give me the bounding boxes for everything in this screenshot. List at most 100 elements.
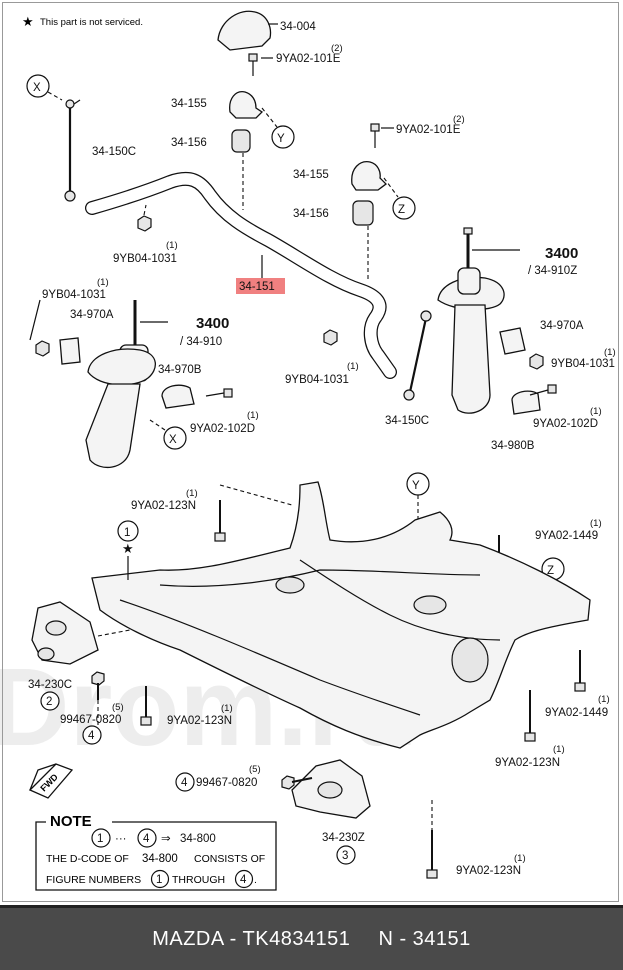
- note-line3-c: .: [254, 874, 257, 886]
- label-9ya02-123n-b: 9YA02-123N: [167, 715, 232, 727]
- note-n1: 1: [97, 833, 103, 845]
- strut-nut: [463, 227, 473, 235]
- subframe-crossmember: [299, 559, 501, 641]
- qty: (1): [598, 694, 610, 705]
- qty: (1): [221, 703, 233, 714]
- bolt-icon: [248, 53, 258, 62]
- qty: (1): [97, 277, 109, 288]
- figure-circle-1: [117, 520, 139, 542]
- figure-4b-text: 4: [181, 777, 188, 789]
- bracket-970a-left[interactable]: [59, 337, 81, 365]
- dashed-guide: [143, 204, 147, 216]
- spring-seat-left[interactable]: [87, 348, 156, 386]
- qty: (1): [590, 518, 602, 529]
- stabilizer-cover-part[interactable]: [217, 10, 272, 51]
- bracket-hole: [45, 620, 67, 636]
- note-title: NOTE: [50, 813, 92, 830]
- stabilizer-link-right[interactable]: [408, 317, 428, 393]
- label-99467-0820-a: 99467-0820: [60, 714, 121, 726]
- note-circle-1: [91, 828, 111, 848]
- note-line3-n1: 1: [156, 874, 162, 886]
- highlight-34-151: [236, 278, 285, 294]
- subframe-hole: [413, 595, 447, 615]
- bracket-part-right[interactable]: [351, 161, 387, 191]
- bracket-980b[interactable]: [511, 390, 541, 415]
- qty: (1): [166, 240, 178, 251]
- label-34-230c: 34-230C: [28, 679, 72, 691]
- note-line3-n4: 4: [240, 874, 247, 886]
- figure-circle-2: [40, 691, 60, 711]
- figure-3-text: 3: [342, 850, 348, 862]
- label-9ya02-101e-b: 9YA02-101E: [396, 124, 461, 136]
- link-ball: [420, 310, 432, 322]
- label-99467-0820-b: 99467-0820: [196, 777, 257, 789]
- qty: (2): [453, 114, 465, 125]
- bolt-99467-right[interactable]: [281, 775, 313, 790]
- ref-y-text: Y: [277, 133, 285, 145]
- bolt-123n-bottom[interactable]: [426, 830, 438, 879]
- dashed-guide: [97, 629, 131, 637]
- strut-top-mount-right[interactable]: [457, 267, 481, 295]
- label-34-980b: 34-980B: [491, 440, 535, 452]
- dashed-guide: [219, 484, 293, 506]
- label-34-156: 34-156: [171, 137, 207, 149]
- note-line3-b: THROUGH: [172, 874, 225, 886]
- bolt-1449-right-low[interactable]: [574, 650, 586, 692]
- strut-body-right[interactable]: [451, 304, 491, 414]
- bracket-part[interactable]: [229, 91, 264, 119]
- bolt-shaft: [529, 389, 549, 396]
- qty: (1): [514, 853, 526, 864]
- link-ball: [65, 99, 75, 109]
- qty: (1): [186, 488, 198, 499]
- nut-icon: [35, 340, 50, 357]
- label-34-230z: 34-230Z: [322, 832, 365, 844]
- bolt-icon: [547, 384, 557, 394]
- bracket-970a-right[interactable]: [499, 327, 526, 355]
- label-9ya02-123n-d: 9YA02-123N: [456, 865, 521, 877]
- figure-4a-text: 4: [88, 730, 95, 742]
- label-9ya02-123n-c: 9YA02-123N: [495, 757, 560, 769]
- bolt-123n-top[interactable]: [214, 500, 226, 542]
- footer-brand: MAZDA - TK4834151: [152, 927, 351, 950]
- subframe-hole: [275, 576, 305, 594]
- note-circle-4: [137, 828, 157, 848]
- stabilizer-bar-part[interactable]: [85, 171, 397, 379]
- ref-circle-x2: [163, 426, 187, 450]
- bolt-icon: [370, 123, 380, 132]
- ref-circle-z: [392, 196, 416, 220]
- figure-1-text: 1: [124, 527, 130, 539]
- bolt-99467-left[interactable]: [91, 671, 105, 700]
- label-34-155-b: 34-155: [293, 169, 329, 181]
- ref-x-text: X: [33, 82, 41, 94]
- subframe-mount-bushing: [451, 637, 489, 683]
- link-stud: [73, 99, 81, 105]
- parts-diagram: Drom.ru ★ This part is not serviced.: [0, 10, 616, 891]
- bolt-123n-right[interactable]: [524, 690, 536, 742]
- subframe-rail: [119, 599, 421, 716]
- label-9ya02-1449-a: 9YA02-1449: [535, 530, 598, 542]
- label-34-970a-left: 34-970A: [70, 309, 114, 321]
- bushing-part[interactable]: [231, 129, 251, 153]
- strut-body-left[interactable]: [85, 383, 141, 469]
- note-arrow: ⇒: [161, 833, 171, 845]
- note-n4: 4: [143, 833, 150, 845]
- label-34-910: / 34-910: [180, 336, 222, 348]
- bushing-part-right[interactable]: [352, 200, 374, 226]
- note-circle-4b: [234, 869, 254, 889]
- ref-z2-text: Z: [547, 565, 554, 577]
- subframe-crossmember: [159, 569, 481, 587]
- link-ball: [64, 190, 76, 202]
- label-3400-left: 3400: [196, 315, 229, 332]
- notice-text: This part is not serviced.: [40, 17, 143, 28]
- bracket-hole: [37, 647, 55, 661]
- label-9ya02-102d-b: 9YA02-102D: [533, 418, 598, 430]
- bracket-970b[interactable]: [161, 384, 195, 409]
- figure-2-text: 2: [46, 696, 52, 708]
- ref-x2-text: X: [169, 434, 177, 446]
- label-34-004: 34-004: [280, 21, 316, 33]
- qty: (5): [112, 702, 124, 713]
- label-34-970b: 34-970B: [158, 364, 202, 376]
- note-dots: ···: [115, 833, 127, 845]
- qty: (2): [331, 43, 343, 54]
- bolt-123n-left[interactable]: [140, 686, 152, 726]
